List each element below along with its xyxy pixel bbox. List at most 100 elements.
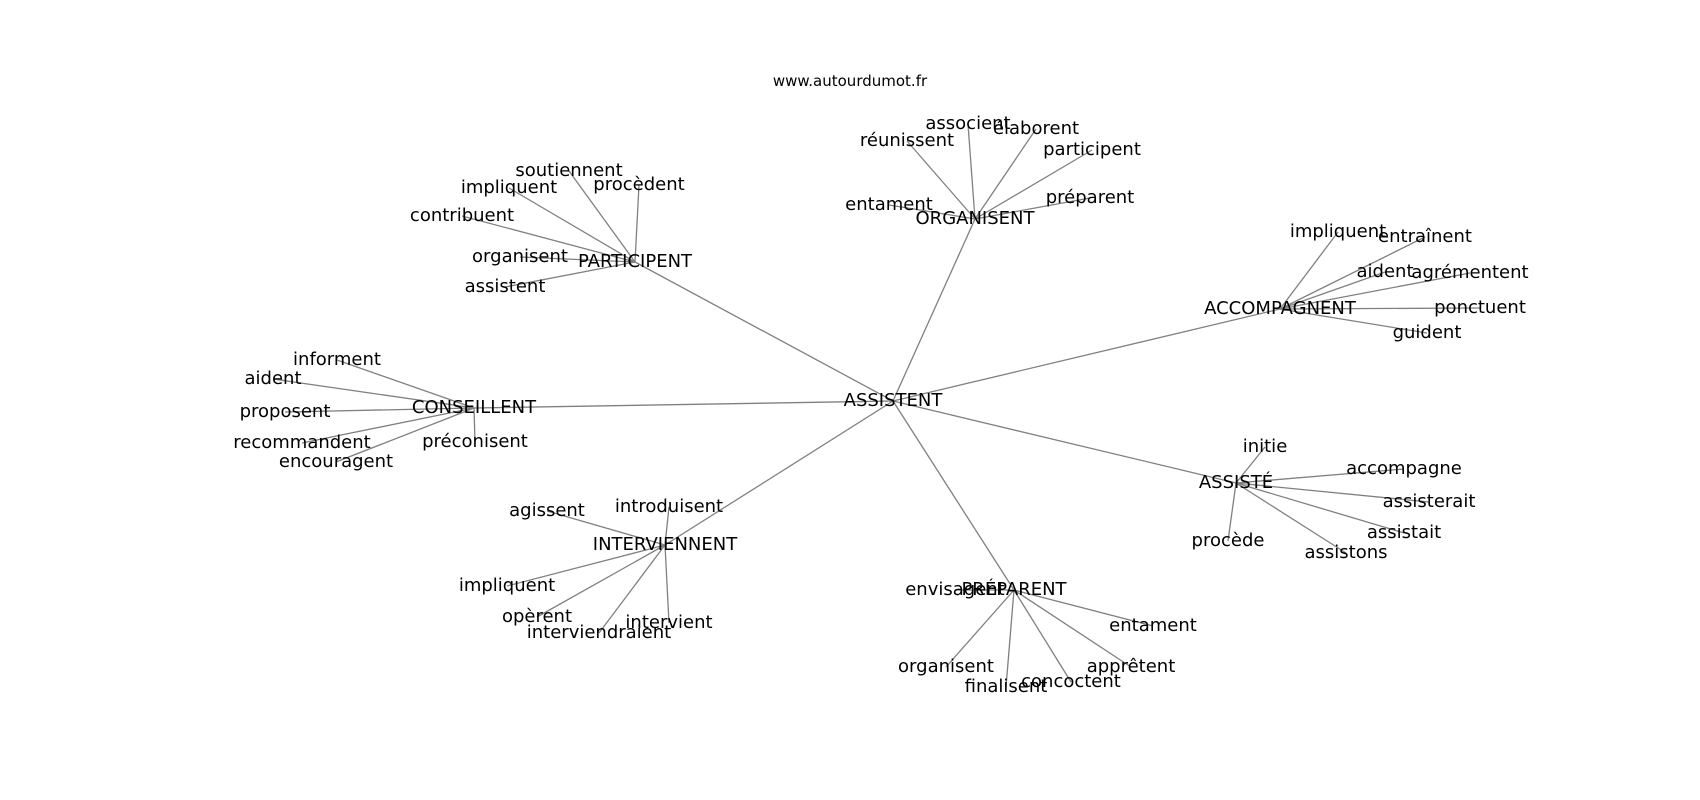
- leaf-node: assistait: [1367, 522, 1441, 543]
- edge-hub-leaf: [1235, 482, 1430, 503]
- edge-hub-leaf: [335, 407, 475, 463]
- edge-hub-leaf: [1235, 446, 1266, 484]
- leaf-node: aident: [245, 368, 302, 389]
- hub-node: PARTICIPENT: [578, 251, 693, 272]
- edge-center-hub: [892, 400, 1015, 591]
- edge-hub-leaf: [336, 359, 475, 409]
- hub-node: ORGANISENT: [916, 208, 1036, 229]
- edge-hub-leaf: [1279, 271, 1386, 310]
- leaf-node: réunissent: [860, 130, 954, 151]
- leaf-node: encouragent: [279, 451, 393, 472]
- leaf-node: élaborent: [993, 118, 1079, 139]
- edge-hub-leaf: [1013, 589, 1132, 668]
- leaf-node: soutiennent: [515, 160, 622, 181]
- graph-labels: ASSISTENTPARTICIPENTsoutiennentimpliquen…: [233, 113, 1528, 697]
- leaf-node: impliquent: [1290, 221, 1386, 242]
- edge-hub-leaf: [1005, 589, 1015, 688]
- edge-hub-leaf: [1279, 272, 1471, 310]
- edge-hub-leaf: [568, 170, 636, 263]
- leaf-node: organisent: [472, 246, 568, 267]
- edge-hub-leaf: [1279, 307, 1481, 310]
- leaf-node: procède: [1192, 530, 1265, 551]
- edge-hub-leaf: [974, 197, 1091, 220]
- edge-hub-leaf: [508, 187, 636, 263]
- leaf-node: introduisent: [615, 496, 723, 517]
- edge-hub-leaf: [546, 510, 666, 546]
- edge-center-hub: [634, 261, 894, 402]
- edge-hub-leaf: [1279, 236, 1426, 310]
- edge-hub-leaf: [664, 506, 670, 546]
- edge-hub-leaf: [664, 544, 670, 624]
- leaf-node: apprêtent: [1087, 656, 1176, 677]
- hub-node: INTERVIENNENT: [593, 534, 738, 555]
- edge-hub-leaf: [906, 140, 976, 220]
- edge-hub-leaf: [1279, 308, 1428, 334]
- leaf-node: contribuent: [410, 205, 514, 226]
- leaf-node: interviendraient: [527, 622, 671, 643]
- edge-hub-leaf: [888, 204, 976, 220]
- hub-node: PRÉPARENT: [961, 578, 1067, 600]
- leaf-node: proposent: [240, 401, 331, 422]
- hub-node: ASSISTÉ: [1199, 471, 1273, 493]
- edge-hub-leaf: [598, 544, 666, 634]
- leaf-node: informent: [293, 349, 381, 370]
- leaf-node: concoctent: [1021, 671, 1121, 692]
- leaf-node: organisent: [898, 656, 994, 677]
- leaf-node: opèrent: [502, 606, 572, 627]
- edge-hub-leaf: [272, 378, 475, 409]
- leaf-node: assistent: [465, 276, 546, 297]
- edge-hub-leaf: [974, 149, 1093, 220]
- leaf-node: impliquent: [461, 177, 557, 198]
- edge-hub-leaf: [461, 215, 636, 263]
- leaf-node: entament: [845, 194, 933, 215]
- leaf-node: guident: [1393, 322, 1462, 343]
- leaf-node: procèdent: [593, 174, 684, 195]
- edge-hub-leaf: [1235, 482, 1347, 554]
- edge-hub-leaf: [473, 407, 476, 443]
- edge-hub-leaf: [1279, 231, 1339, 310]
- hub-node: ACCOMPAGNENT: [1204, 298, 1357, 319]
- edge-hub-leaf: [1013, 589, 1154, 627]
- edge-hub-leaf: [1013, 589, 1072, 683]
- edge-hub-leaf: [634, 184, 640, 263]
- source-watermark: www.autourdumot.fr: [772, 72, 928, 90]
- edge-hub-leaf: [1235, 482, 1405, 534]
- leaf-node: recommandent: [233, 432, 370, 453]
- leaf-node: participent: [1043, 139, 1141, 160]
- edge-center-hub: [892, 400, 1237, 484]
- leaf-node: ponctuent: [1434, 297, 1526, 318]
- edge-center-hub: [892, 218, 976, 402]
- edge-hub-leaf: [301, 407, 475, 444]
- leaf-node: entraînent: [1378, 226, 1472, 247]
- leaf-node: préconisent: [422, 431, 528, 452]
- leaf-node: agrémentent: [1411, 262, 1528, 283]
- edge-hub-leaf: [945, 589, 1015, 668]
- leaf-node: aident: [1357, 261, 1414, 282]
- graph-edges: [272, 123, 1481, 688]
- edge-hub-leaf: [1235, 468, 1405, 484]
- edge-center-hub: [892, 308, 1281, 402]
- edge-hub-leaf: [506, 544, 666, 587]
- leaf-node: entament: [1109, 615, 1197, 636]
- leaf-node: assisterait: [1383, 491, 1476, 512]
- edge-hub-leaf: [284, 407, 475, 413]
- center-node: ASSISTENT: [844, 390, 944, 411]
- leaf-node: initie: [1243, 436, 1288, 457]
- edge-hub-leaf: [974, 128, 1037, 220]
- leaf-node: accompagne: [1346, 458, 1462, 479]
- edge-center-hub: [473, 400, 894, 409]
- leaf-node: finalisent: [965, 676, 1048, 697]
- leaf-node: assistons: [1304, 542, 1387, 563]
- leaf-node: intervient: [625, 612, 712, 633]
- leaf-node: associent: [925, 113, 1010, 134]
- leaf-node: préparent: [1046, 187, 1135, 208]
- leaf-node: envisagent: [905, 579, 1005, 600]
- edge-hub-leaf: [1227, 482, 1237, 542]
- leaf-node: impliquent: [459, 575, 555, 596]
- edge-hub-leaf: [967, 123, 976, 220]
- edge-hub-leaf: [536, 544, 666, 618]
- edge-center-hub: [664, 400, 894, 546]
- edge-hub-leaf: [519, 256, 636, 263]
- edge-hub-leaf: [504, 261, 636, 288]
